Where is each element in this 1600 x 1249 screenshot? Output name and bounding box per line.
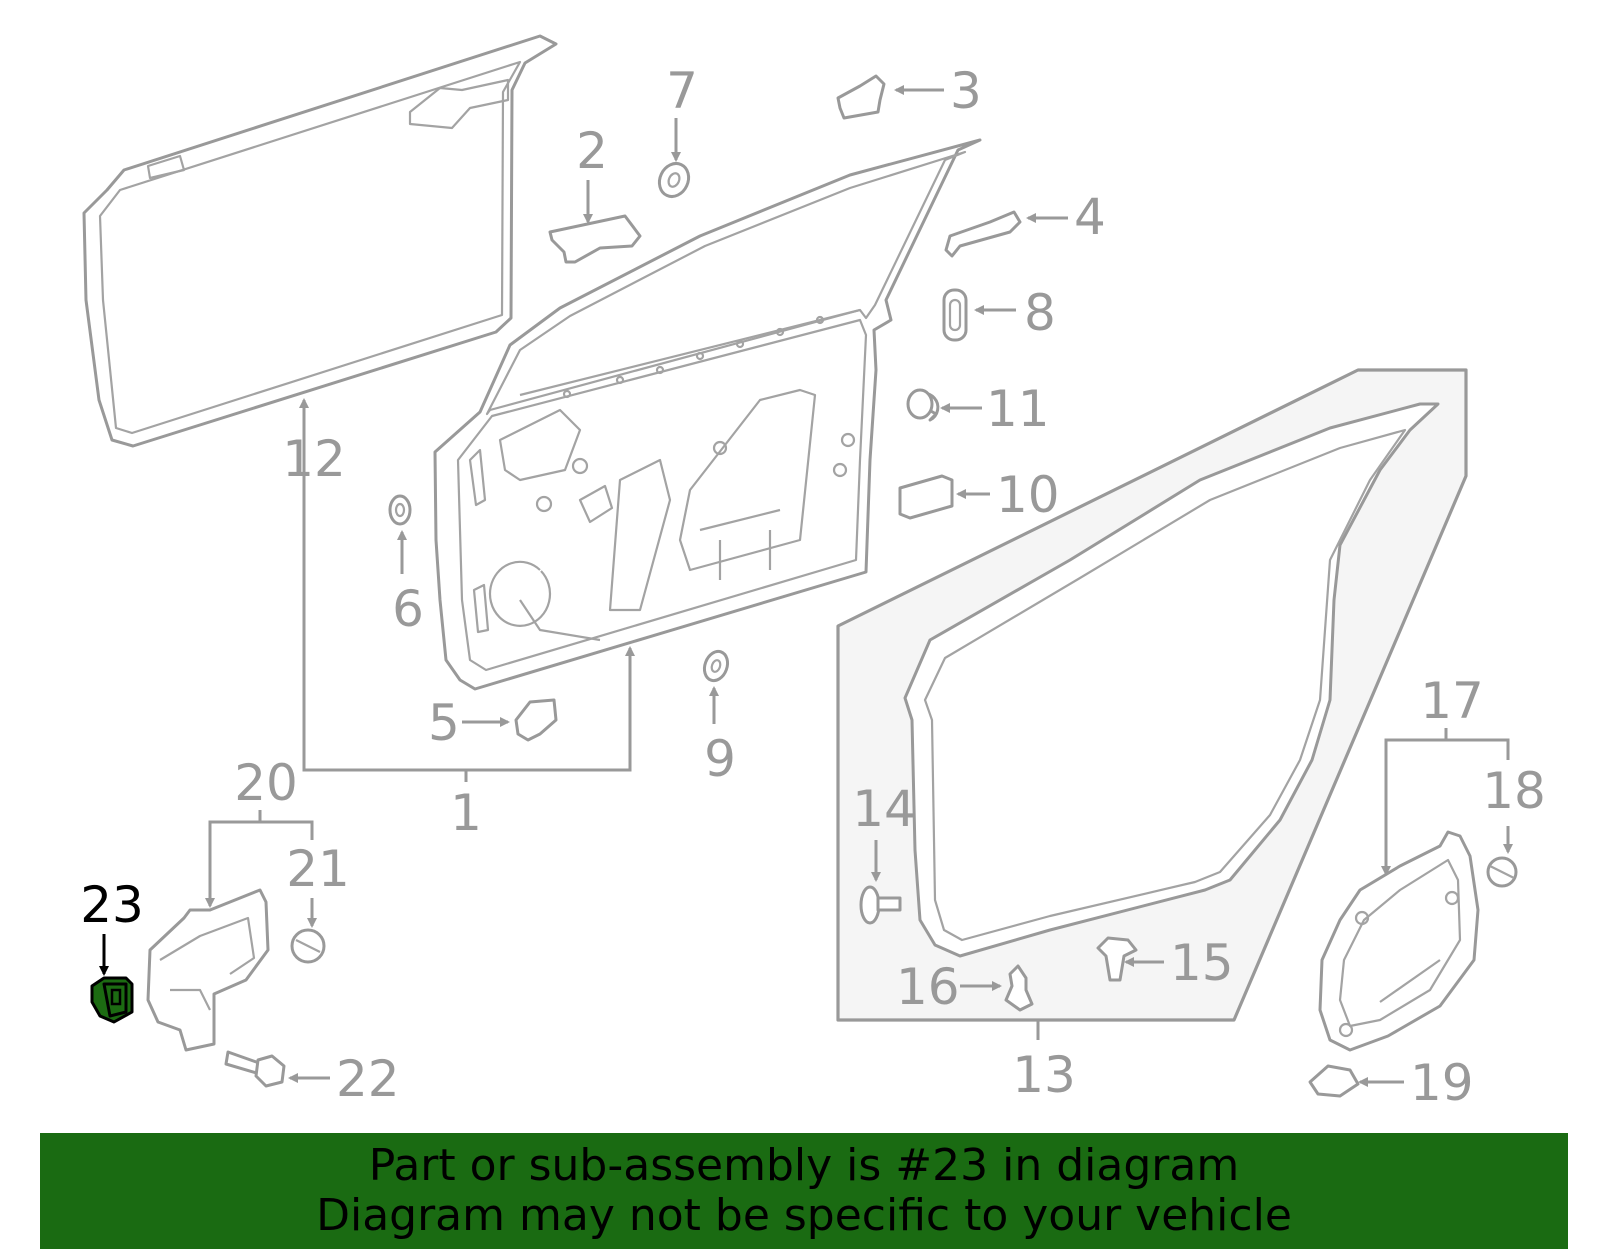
bumper-11 xyxy=(906,388,940,422)
door-outer-panel xyxy=(82,34,558,448)
banner-line-1: Part or sub-assembly is #23 in diagram xyxy=(368,1140,1240,1191)
callout-23: 23 xyxy=(80,876,144,934)
callout-6: 6 xyxy=(392,580,424,638)
callout-12: 12 xyxy=(282,430,346,488)
callout-7: 7 xyxy=(666,62,698,120)
callout-labels: 1 2 3 4 5 6 7 8 9 10 11 12 13 14 15 16 1… xyxy=(80,62,1546,1112)
clip-14 xyxy=(859,885,902,925)
banner-line-2: Diagram may not be specific to your vehi… xyxy=(316,1190,1292,1241)
leader-lines xyxy=(99,85,1513,1087)
callout-19: 19 xyxy=(1410,1054,1474,1112)
clip-3 xyxy=(836,74,886,120)
callout-9: 9 xyxy=(704,730,736,788)
callout-16: 16 xyxy=(896,958,960,1016)
callout-13: 13 xyxy=(1012,1046,1076,1104)
clip-15 xyxy=(1096,936,1138,982)
callout-15: 15 xyxy=(1170,934,1234,992)
callout-20: 20 xyxy=(234,754,298,812)
callout-21: 21 xyxy=(286,840,350,898)
callout-5: 5 xyxy=(428,694,460,752)
trim-panel-17 xyxy=(1318,830,1480,1052)
callout-14: 14 xyxy=(852,780,916,838)
callout-17: 17 xyxy=(1420,672,1484,730)
strip-4 xyxy=(944,210,1022,258)
callout-18: 18 xyxy=(1482,762,1546,820)
callout-8: 8 xyxy=(1024,284,1056,342)
callout-1: 1 xyxy=(450,784,482,842)
clip-5 xyxy=(514,698,558,742)
door-weatherstrip xyxy=(836,368,1468,1022)
bracket-2 xyxy=(548,214,642,264)
info-banner: Part or sub-assembly is #23 in diagram D… xyxy=(40,1133,1568,1249)
callout-22: 22 xyxy=(336,1050,400,1108)
callout-10: 10 xyxy=(996,466,1060,524)
clip-16 xyxy=(1004,964,1034,1012)
callout-4: 4 xyxy=(1074,188,1106,246)
bolt-22 xyxy=(224,1050,286,1088)
lock-bracket-20 xyxy=(146,888,270,1052)
plug-6 xyxy=(388,494,412,526)
clip-21 xyxy=(290,928,326,964)
callout-11: 11 xyxy=(986,380,1050,438)
callout-2: 2 xyxy=(576,122,608,180)
clip-18 xyxy=(1486,856,1518,888)
door-inner-frame xyxy=(433,138,982,691)
plug-9 xyxy=(702,649,730,683)
highlighted-part-23 xyxy=(90,976,134,1024)
pad-10 xyxy=(898,474,954,520)
washer-7 xyxy=(657,161,691,199)
grommet-8 xyxy=(942,288,968,342)
clip-19 xyxy=(1308,1064,1360,1098)
callout-3: 3 xyxy=(950,62,982,120)
